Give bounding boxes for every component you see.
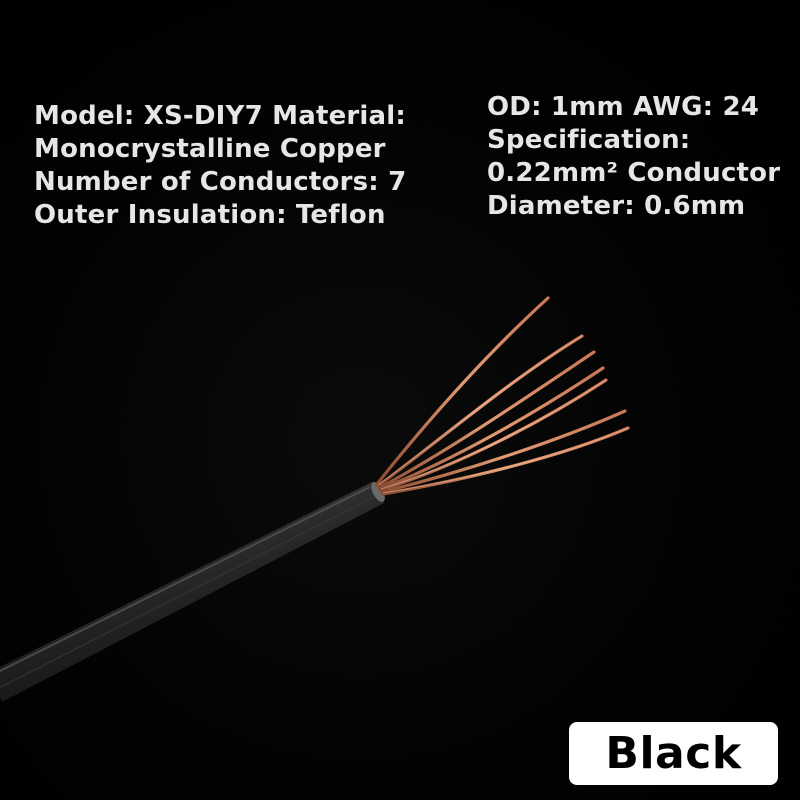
cable-jacket <box>0 482 385 702</box>
copper-strand <box>377 350 596 490</box>
copper-strand <box>380 409 627 494</box>
spec-insulation: Outer Insulation: Teflon <box>34 200 386 230</box>
color-variant-badge: Black <box>569 722 778 785</box>
spec-cross-section: 0.22mm² Conductor <box>487 158 781 188</box>
specs-right: OD: 1mm AWG: 24 Specification: 0.22mm² C… <box>487 91 780 223</box>
spec-material-value: Monocrystalline Copper <box>34 134 386 164</box>
copper-strand <box>378 366 605 491</box>
copper-strand <box>375 296 550 486</box>
specs-left: Model: XS-DIY7 Material: Monocrystalline… <box>34 100 406 232</box>
spec-specification-label: Specification: <box>487 125 691 155</box>
copper-strands <box>375 296 630 496</box>
color-variant-label: Black <box>605 728 742 779</box>
spec-conductors: Number of Conductors: 7 <box>34 167 407 197</box>
spec-model-material: Model: XS-DIY7 Material: <box>34 101 406 131</box>
spec-conductor-diameter: Diameter: 0.6mm <box>487 191 746 221</box>
spec-od-awg: OD: 1mm AWG: 24 <box>487 92 760 122</box>
